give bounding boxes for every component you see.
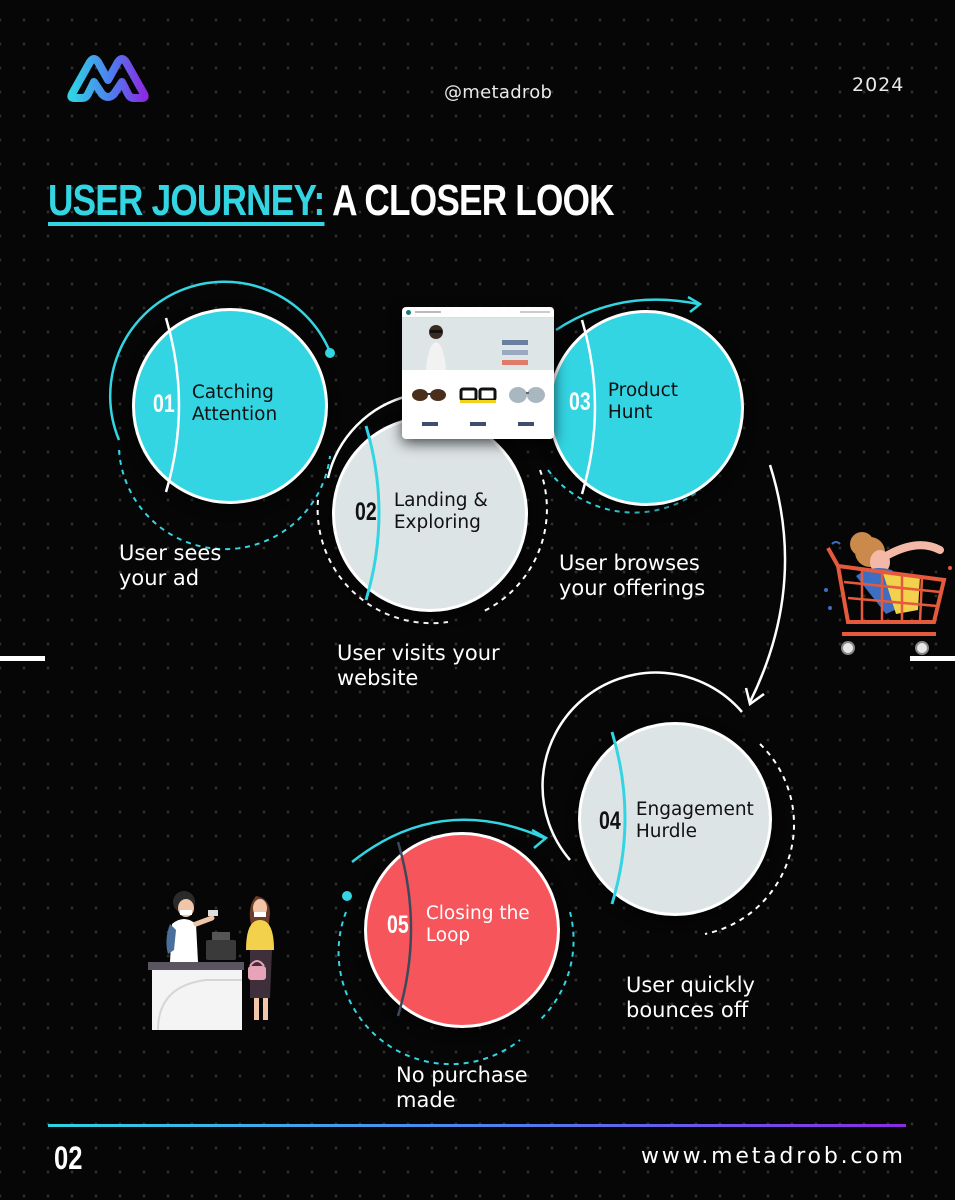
arc-02-dashed-left xyxy=(316,499,449,625)
mockup-nav-line-right xyxy=(520,311,550,313)
arc-02-solid xyxy=(326,394,409,479)
step-05-description: No purchase made xyxy=(396,1063,528,1112)
step-03-number: 03 xyxy=(569,387,591,416)
step-04-circle xyxy=(578,722,772,916)
step-01-inner-arc xyxy=(164,317,181,493)
sunglasses-2-icon xyxy=(459,387,497,403)
step-01-description: User sees your ad xyxy=(119,541,222,590)
connector-03-04 xyxy=(748,464,787,703)
connector-03-04-arrowhead xyxy=(744,687,765,707)
left-bar xyxy=(0,656,45,661)
mockup-tag-3 xyxy=(502,360,528,365)
website-mockup xyxy=(402,307,554,439)
mockup-btn xyxy=(422,422,438,426)
step-04-label: Engagement Hurdle xyxy=(635,799,754,842)
step-03-circle xyxy=(548,310,744,506)
step-01-number: 01 xyxy=(153,389,175,418)
step-03-label: Product Hunt xyxy=(607,380,679,423)
sunglasses-3-icon xyxy=(509,387,546,403)
step-05-inner-arc xyxy=(396,841,413,1017)
arc-04-dashed xyxy=(704,743,795,935)
arc-05-dashed-left xyxy=(337,911,521,1066)
year-label: 2024 xyxy=(852,74,905,96)
step-03-inner-arc xyxy=(580,319,597,495)
mockup-topbar xyxy=(402,307,554,318)
shop-counter-people-icon xyxy=(148,891,274,1031)
title-rest: A Closer Look xyxy=(332,176,614,225)
step-02-number: 02 xyxy=(355,497,377,526)
arc-03-dashed xyxy=(547,469,701,514)
metadrob-logo-icon xyxy=(67,55,149,102)
step-05-label: Closing the Loop xyxy=(425,903,530,946)
step-02-description: User visits your website xyxy=(337,641,500,690)
mockup-btn xyxy=(470,422,486,426)
title-accent: User Journey: xyxy=(48,176,325,225)
arc-01-solid xyxy=(108,280,332,441)
social-handle: @metadrob xyxy=(444,82,553,103)
arc-04-solid xyxy=(541,671,743,861)
mockup-model-icon xyxy=(426,325,446,370)
step-04-number: 04 xyxy=(599,806,621,835)
arc-03-solid xyxy=(555,298,699,332)
website-link[interactable]: www.metadrob.com xyxy=(641,1144,906,1169)
arc-05-dashed-right xyxy=(539,911,575,1021)
step-02-inner-arc xyxy=(364,425,381,601)
arc-05-dot xyxy=(342,891,352,901)
page-title: User Journey: A Closer Look xyxy=(48,176,615,226)
arc-05-arrowhead xyxy=(531,828,549,849)
mockup-hero xyxy=(402,318,554,370)
step-02-content: 02 Landing & Exploring xyxy=(352,490,488,534)
step-04-content: 04 Engagement Hurdle xyxy=(596,799,754,843)
step-03-content: 03 Product Hunt xyxy=(566,380,678,424)
sunglasses-1-icon xyxy=(411,389,446,401)
arc-03-arrowhead xyxy=(687,295,703,313)
step-02-label: Landing & Exploring xyxy=(393,490,488,533)
page-number: 02 xyxy=(54,1140,83,1176)
footer-divider xyxy=(48,1124,906,1127)
step-01-content: 01 Catching Attention xyxy=(150,382,277,426)
step-05-number: 05 xyxy=(387,910,409,939)
mockup-btn xyxy=(518,422,534,426)
mockup-logo-icon xyxy=(406,309,411,315)
step-05-circle xyxy=(364,832,560,1028)
mockup-buttons xyxy=(402,410,554,426)
step-05-content: 05 Closing the Loop xyxy=(384,903,530,947)
mockup-tag-1 xyxy=(502,340,528,345)
arc-05-solid xyxy=(351,818,545,863)
step-01-label: Catching Attention xyxy=(191,382,278,425)
step-04-inner-arc xyxy=(610,731,627,905)
mockup-nav-line xyxy=(415,311,441,313)
step-01-circle xyxy=(132,308,328,504)
step-04-description: User quickly bounces off xyxy=(626,973,755,1022)
mockup-tag-2 xyxy=(502,350,528,355)
arc-01-dot xyxy=(325,348,335,358)
step-03-description: User browses your offerings xyxy=(559,551,706,600)
shopping-cart-person-icon xyxy=(824,532,952,655)
mockup-products xyxy=(402,370,554,410)
arc-02-dashed-right xyxy=(481,469,548,613)
right-bar xyxy=(910,656,955,661)
